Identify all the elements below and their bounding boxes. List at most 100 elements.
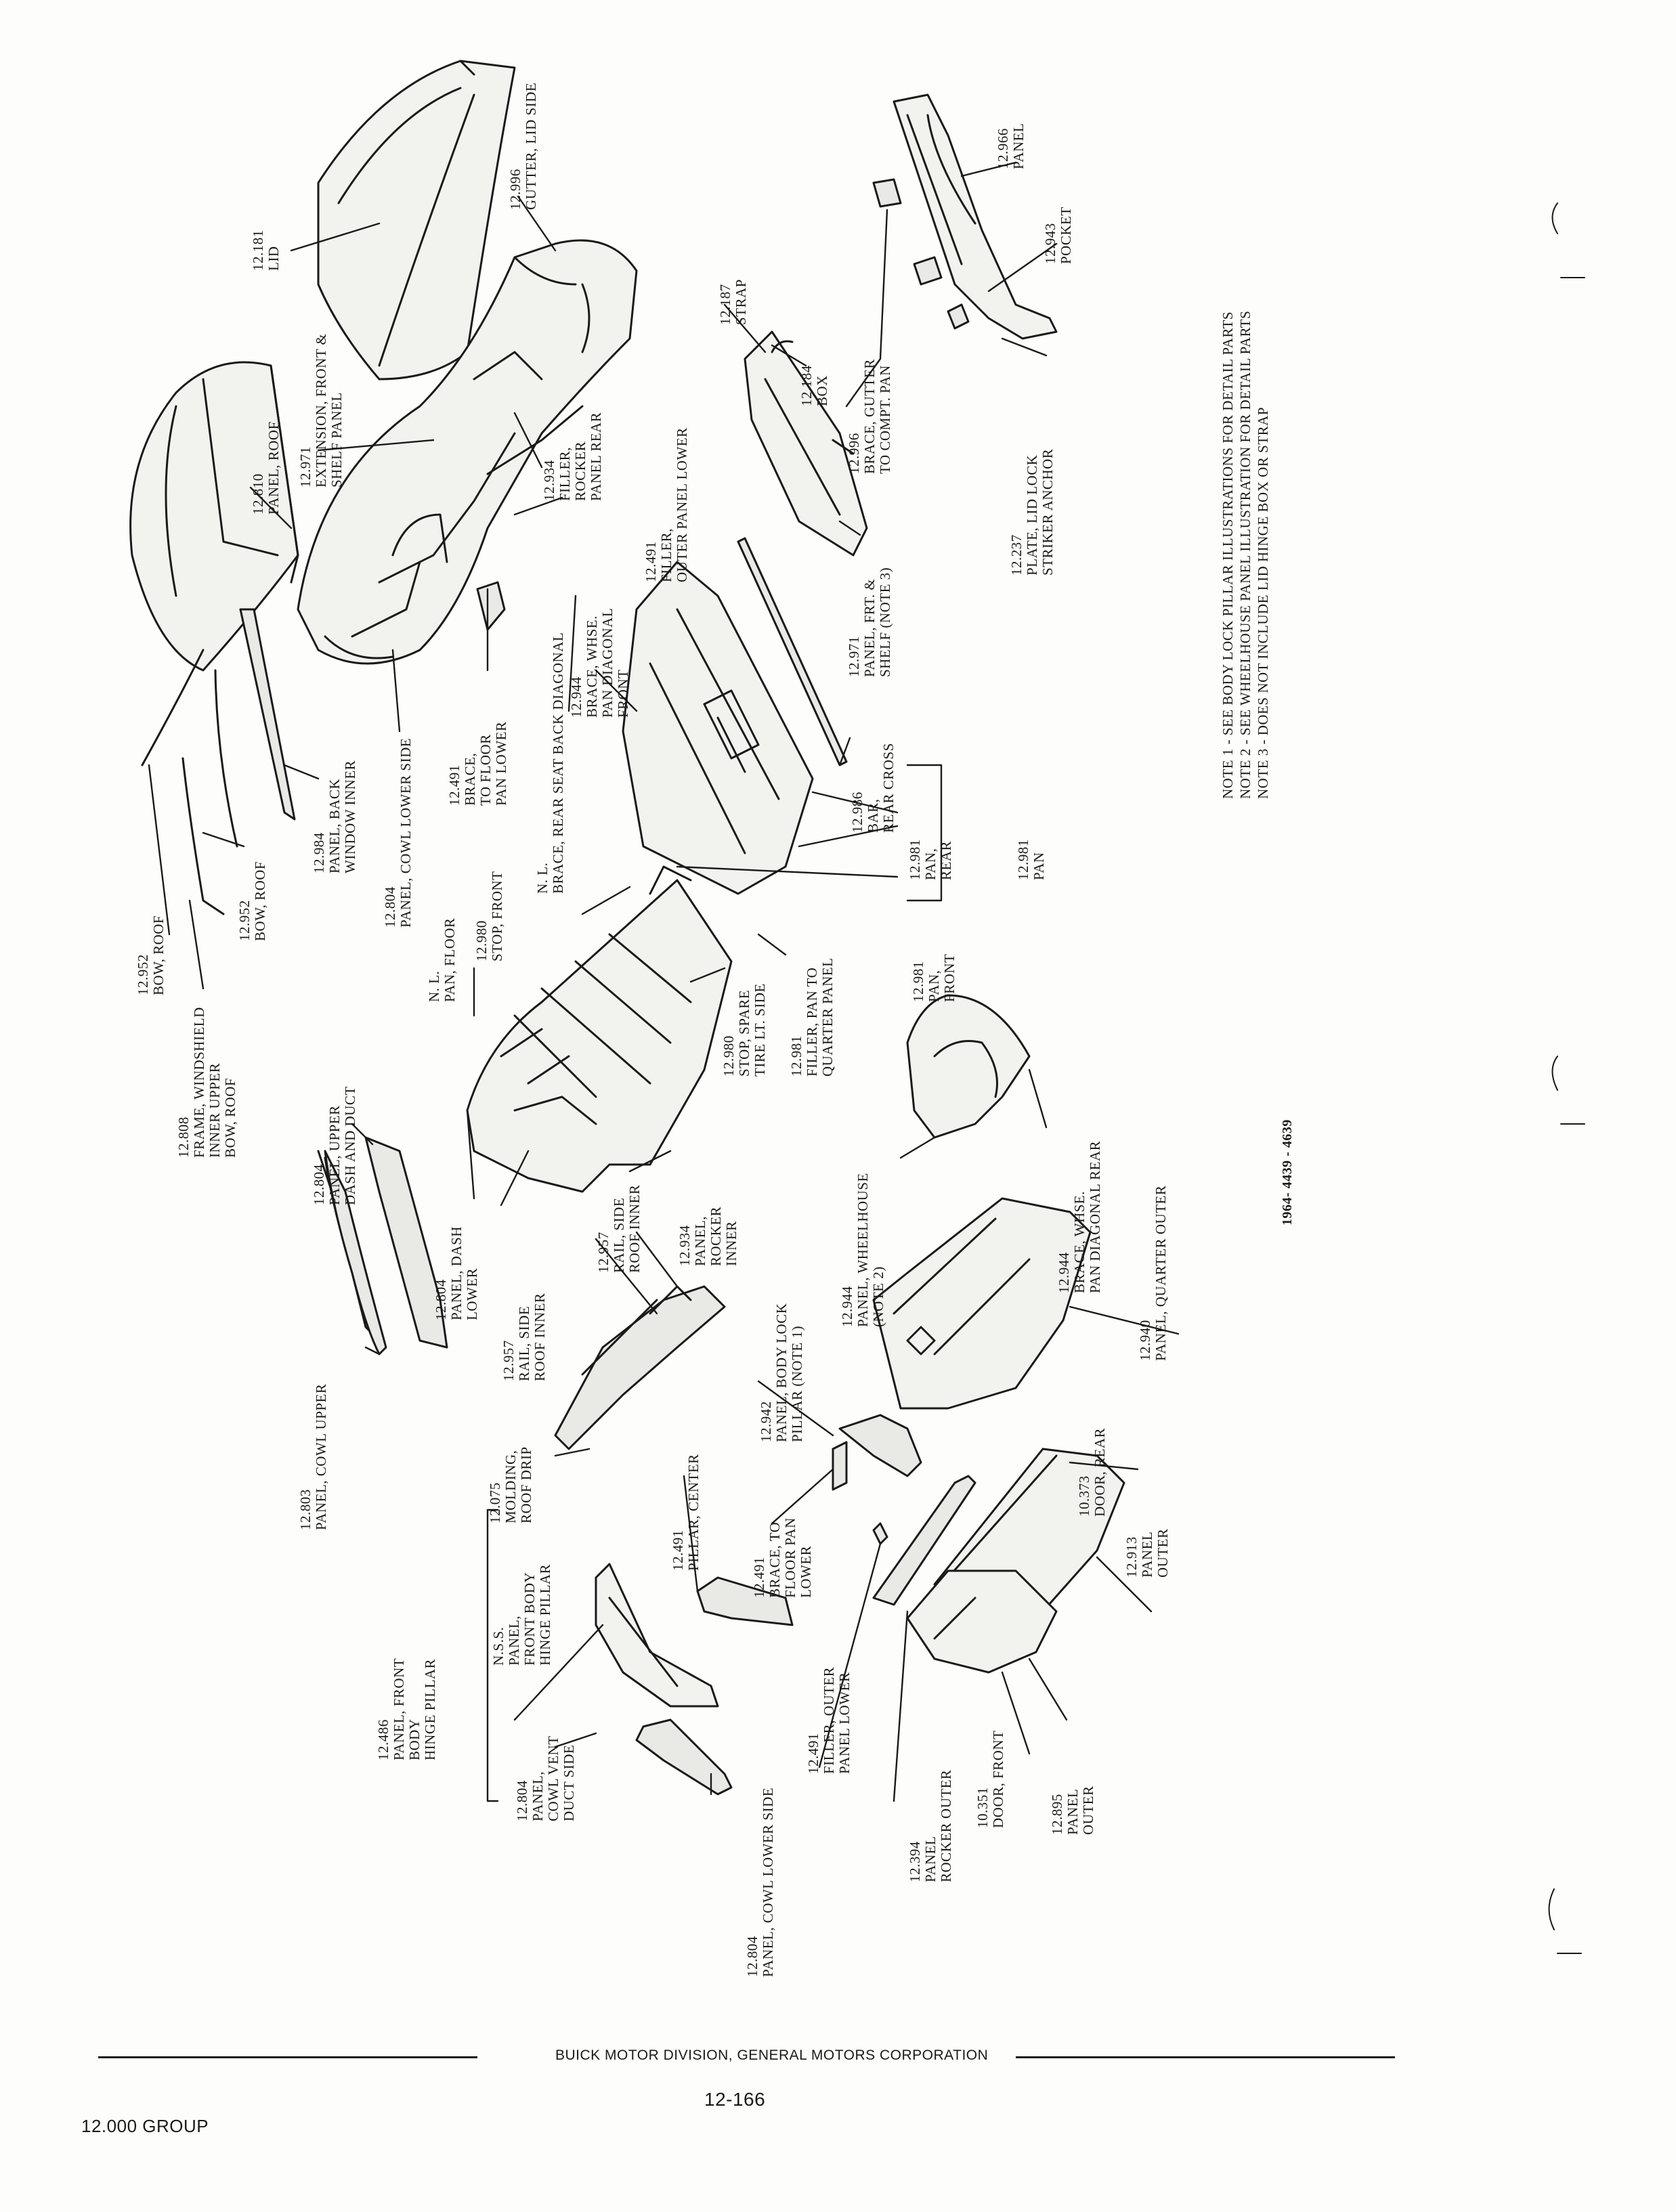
callout-part-name: BRACE, REAR SEAT BACK DIAGONAL: [550, 632, 566, 894]
cowl-lower-side-part: [635, 1718, 733, 1796]
callout-part-name: FRONT: [615, 669, 631, 718]
callout-part-name: TO FLOOR: [477, 734, 494, 806]
callout-part-number: 12.804: [311, 1164, 327, 1205]
back-panel-part: [744, 330, 868, 557]
callout-part-name: BOX: [814, 375, 830, 406]
callout-part-name: PANEL, COWL UPPER: [313, 1383, 329, 1530]
callout-part-name: EXTENSION, FRONT &: [313, 333, 329, 487]
callout-part-number: 12.804: [382, 886, 398, 928]
callout-part-name: GUTTER, LID SIDE: [523, 82, 539, 210]
callout-part-number: 12.966: [995, 128, 1011, 169]
footer-page-number: 12-166: [704, 2089, 766, 2110]
callout-part-number: 12.942: [758, 1401, 774, 1442]
callout-part-name: BRACE, GUTTER: [861, 359, 878, 474]
callout-part-name: LOWER: [464, 1267, 480, 1320]
callout-part-name: HINGE PILLAR: [422, 1658, 438, 1760]
callout-part-number: 12.934: [676, 1225, 693, 1266]
callout-part-name: ROCKER OUTER: [938, 1769, 954, 1882]
lid-part: [317, 60, 516, 381]
callout-part-name: BRACE, WHSE.: [1071, 1191, 1088, 1293]
callout-part-number: 12.996: [846, 433, 862, 474]
callout-part-number: 10.373: [1076, 1475, 1092, 1517]
quarter-outer-panel-part: [872, 1197, 1092, 1410]
callout-part-number: 12.986: [849, 791, 865, 833]
grouping-brackets: [486, 764, 943, 1802]
callout-part-name: BOW, ROOF: [222, 1077, 238, 1158]
callout-part-number: 12.181: [250, 230, 266, 271]
callout-part-name: PANEL, ROOF: [265, 421, 282, 515]
callout-part-number: 12.803: [297, 1489, 314, 1530]
callout-part-number: 12.971: [846, 636, 862, 677]
callout-part-name: FILLER,: [557, 447, 573, 501]
callout-part-name: PANEL,: [506, 1615, 522, 1666]
callout-part-number: 12.980: [721, 1035, 737, 1077]
callout-part-number: 12.895: [1049, 1794, 1065, 1835]
callout-part-name: PANEL, FRONT: [391, 1657, 407, 1760]
callout-part-number: 12.804: [744, 1936, 760, 1977]
callout-part-number: 12.491: [805, 1733, 821, 1774]
callout-part-number: 12.984: [311, 832, 327, 873]
callout-part-name: MOLDING,: [502, 1450, 519, 1523]
callout-part-name: FRONT: [941, 953, 958, 1002]
front-door-part: [906, 1569, 1058, 1674]
callout-part-name: RAIL, SIDE: [516, 1305, 532, 1381]
callout-part-name: BOW, ROOF: [252, 861, 268, 941]
callout-pan-floor: N. L.PAN, FLOOR: [426, 918, 458, 1002]
callout-part-number: 12.491: [751, 1557, 767, 1598]
callout-part-name: PANEL: [1010, 123, 1027, 169]
callout-part-name: OUTER PANEL LOWER: [674, 427, 690, 582]
callout-part-number: 12.944: [568, 676, 584, 718]
brace-floor-pan-part: [832, 1441, 848, 1491]
quarter-inner-assembly: [297, 239, 638, 665]
callout-part-name: FLOOR PAN: [782, 1517, 798, 1598]
callout-part-name: RAIL, SIDE: [611, 1197, 627, 1273]
callout-part-number: 12.971: [297, 446, 314, 487]
callout-part-name: LID: [265, 246, 282, 272]
callout-part-name: PAN DIAGONAL: [599, 607, 616, 718]
note-3: NOTE 3 - DOES NOT INCLUDE LID HINGE BOX …: [1255, 407, 1271, 799]
callout-part-name: PAN: [1031, 852, 1047, 880]
leader-lines: [148, 161, 1180, 1802]
callout-part-number: 1964- 4439 - 4639: [1280, 1119, 1295, 1226]
callout-part-name: PANEL, BACK: [326, 778, 343, 873]
callout-part-number: 12.486: [375, 1719, 391, 1760]
rear-cross-bar-part: [737, 537, 848, 766]
callout-part-name: PANEL, UPPER: [326, 1105, 343, 1205]
callout-part-name: PAN LOWER: [493, 721, 509, 806]
callout-part-name: PANEL, COWL LOWER SIDE: [760, 1787, 776, 1977]
callout-part-number: 12.981: [910, 961, 926, 1002]
callout-part-name: ROCKER: [572, 441, 588, 501]
callout-part-name: PANEL,: [530, 1771, 546, 1821]
callout-part-number: 12.491: [446, 764, 463, 806]
callout-part-name: FILLER, PAN TO: [804, 967, 820, 1077]
callout-part-name: FILLER,: [658, 528, 674, 582]
callout-part-name: PLATE, LID LOCK: [1024, 454, 1040, 576]
callout-part-number: N. L.: [426, 970, 442, 1002]
callout-part-number: 12.957: [595, 1232, 611, 1273]
callout-part-number: N.S.S.: [490, 1626, 507, 1666]
callout-part-number: 12.810: [250, 473, 266, 515]
callout-part-name: BRACE, TO: [767, 1521, 783, 1598]
roof-bows-part: [141, 554, 299, 915]
